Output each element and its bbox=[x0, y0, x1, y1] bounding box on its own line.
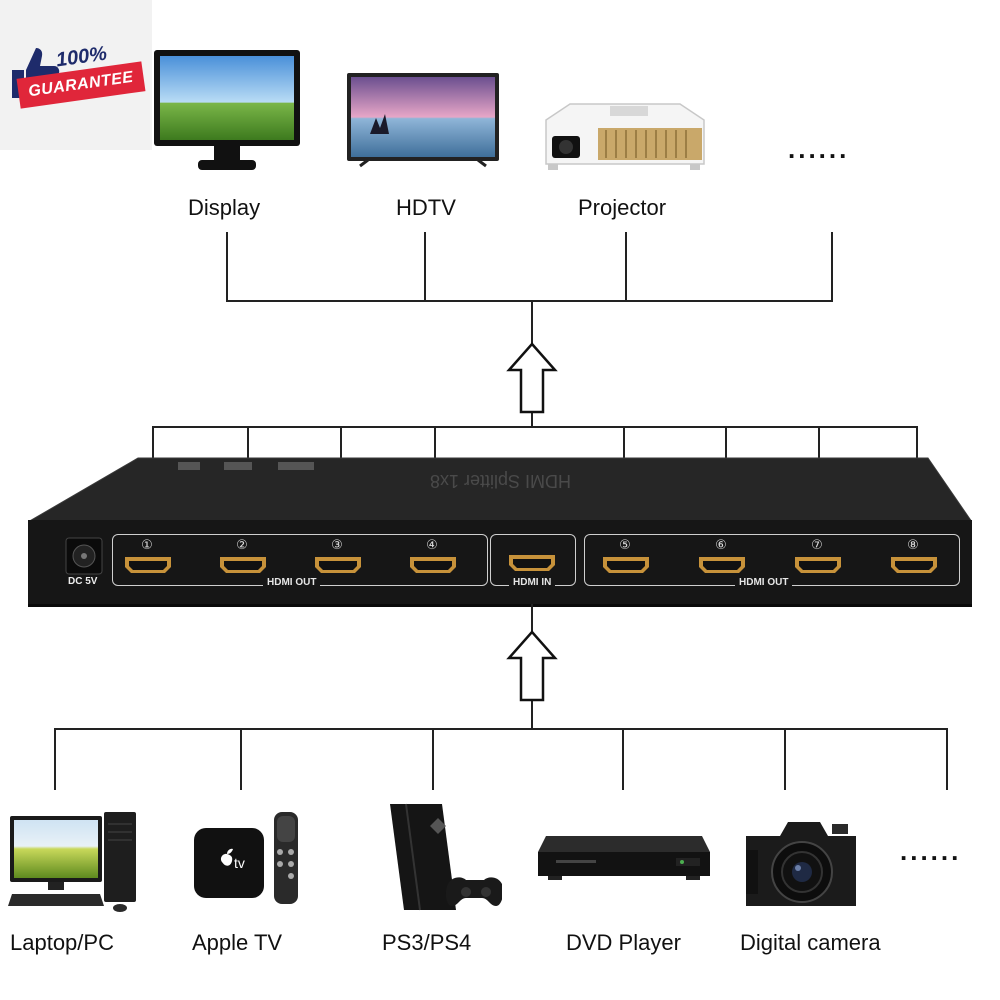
apple-tv-logo-text: tv bbox=[234, 855, 245, 871]
hdmi-out-port-1[interactable] bbox=[123, 555, 173, 575]
hdmi-out-port-2[interactable] bbox=[218, 555, 268, 575]
hdmi-out-port-5[interactable] bbox=[601, 555, 651, 575]
source-line-dvd bbox=[622, 728, 624, 790]
hdmi-out-label-right: HDMI OUT bbox=[735, 577, 793, 588]
port-number-5: ⑤ bbox=[619, 537, 631, 552]
hdmi-in-label: HDMI IN bbox=[509, 577, 556, 588]
output-bus-line bbox=[226, 300, 833, 302]
source-bus-line bbox=[54, 728, 948, 730]
splitter-top-marking: HDMI Splitter 1x8 bbox=[430, 471, 572, 491]
up-arrow-icon bbox=[506, 630, 558, 702]
apple-tv-icon: tv bbox=[194, 812, 298, 904]
guarantee-badge: 100% GUARANTEE bbox=[0, 0, 152, 150]
output-line-display bbox=[226, 232, 228, 302]
hdmi-out-port-6[interactable] bbox=[697, 555, 747, 575]
output-line-hdtv bbox=[424, 232, 426, 302]
laptop-pc-icon bbox=[8, 812, 136, 912]
port-number-4: ④ bbox=[426, 537, 438, 552]
output-line-more bbox=[831, 232, 833, 302]
port-number-1: ① bbox=[141, 537, 153, 552]
more-sources-ellipsis: ...... bbox=[900, 836, 962, 866]
output-label-projector: Projector bbox=[578, 195, 667, 220]
hdmi-in-port[interactable] bbox=[507, 553, 557, 573]
hdmi-out-port-3[interactable] bbox=[313, 555, 363, 575]
source-line-appletv bbox=[240, 728, 242, 790]
hdmi-out-port-7[interactable] bbox=[793, 555, 843, 575]
output-label-hdtv: HDTV bbox=[396, 195, 456, 220]
port-number-3: ③ bbox=[331, 537, 343, 552]
dc-power-jack-icon bbox=[65, 537, 103, 575]
source-line-laptop bbox=[54, 728, 56, 790]
output-label-display: Display bbox=[188, 195, 261, 220]
hdmi-in-group: HDMI IN bbox=[490, 534, 576, 588]
digital-camera-icon bbox=[746, 822, 856, 906]
source-label-camera: Digital camera bbox=[740, 930, 881, 955]
port-number-6: ⑥ bbox=[715, 537, 727, 552]
source-line-camera bbox=[784, 728, 786, 790]
more-outputs-ellipsis: ...... bbox=[788, 134, 850, 164]
dc-power-label: DC 5V bbox=[68, 576, 98, 587]
source-label-ps: PS3/PS4 bbox=[382, 930, 472, 955]
port-number-8: ⑧ bbox=[907, 537, 919, 552]
hdmi-out-group-right: ⑤ ⑥ ⑦ ⑧ HDMI OUT bbox=[584, 534, 960, 588]
hdtv-icon bbox=[347, 73, 499, 168]
ps4-console-icon bbox=[390, 803, 502, 911]
projector-icon bbox=[545, 103, 705, 170]
port-bus-line bbox=[152, 426, 918, 428]
hdmi-splitter-device: DC 5V ① ② ③ ④ HDMI OUT HDMI IN ⑤ ⑥ ⑦ ⑧ H… bbox=[28, 520, 972, 607]
port-number-2: ② bbox=[236, 537, 248, 552]
hdmi-out-group-left: ① ② ③ ④ HDMI OUT bbox=[112, 534, 488, 588]
source-label-dvd: DVD Player bbox=[566, 930, 681, 955]
source-line-more bbox=[946, 728, 948, 790]
up-arrow-icon bbox=[506, 342, 558, 414]
source-line-ps bbox=[432, 728, 434, 790]
hdmi-out-port-8[interactable] bbox=[889, 555, 939, 575]
display-monitor-icon bbox=[154, 50, 300, 170]
source-label-appletv: Apple TV bbox=[192, 930, 283, 955]
dvd-player-icon bbox=[538, 836, 710, 880]
hdmi-out-port-4[interactable] bbox=[408, 555, 458, 575]
splitter-top-panel bbox=[28, 457, 972, 523]
output-line-projector bbox=[625, 232, 627, 302]
source-label-laptop: Laptop/PC bbox=[10, 930, 114, 955]
hdmi-out-label-left: HDMI OUT bbox=[263, 577, 321, 588]
port-number-7: ⑦ bbox=[811, 537, 823, 552]
